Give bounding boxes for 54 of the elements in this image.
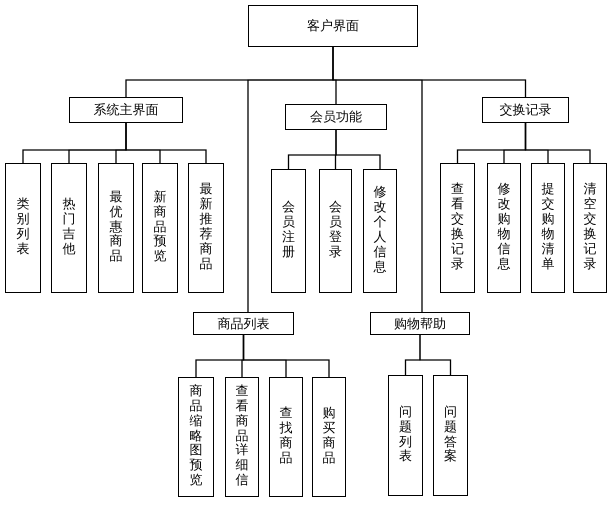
function-box bbox=[440, 163, 475, 293]
module-box bbox=[370, 312, 470, 335]
box-label: 系统主界面 bbox=[94, 102, 158, 119]
connector-line bbox=[332, 47, 423, 312]
function-box bbox=[319, 169, 352, 293]
function-box bbox=[5, 163, 41, 293]
box-label: 类别列表 bbox=[16, 198, 30, 258]
module-box bbox=[69, 97, 183, 123]
function-box bbox=[188, 163, 224, 293]
box-label: 清空交换记录 bbox=[584, 183, 596, 273]
module-box bbox=[248, 5, 418, 47]
box-label: 购买商品 bbox=[322, 407, 336, 467]
box-label: 最新推荐商品 bbox=[200, 183, 212, 273]
function-box bbox=[433, 375, 468, 496]
module-box bbox=[285, 104, 387, 130]
function-box bbox=[312, 377, 346, 497]
box-label: 修改购物信息 bbox=[498, 183, 510, 273]
function-box bbox=[142, 163, 178, 293]
box-label: 问题列表 bbox=[399, 406, 412, 466]
box-label: 会员功能 bbox=[310, 109, 362, 126]
box-label: 查找商品 bbox=[280, 407, 292, 467]
box-label: 客户界面 bbox=[307, 18, 359, 35]
connector-line bbox=[125, 123, 207, 163]
box-label: 新商品预览 bbox=[154, 190, 166, 266]
box-label: 修改个人信息 bbox=[374, 186, 386, 276]
box-label: 会员注册 bbox=[282, 201, 295, 261]
function-box bbox=[98, 163, 134, 293]
connector-line bbox=[242, 335, 330, 377]
function-box bbox=[271, 169, 306, 293]
connector-line bbox=[335, 130, 381, 169]
function-box bbox=[178, 377, 214, 497]
function-box bbox=[363, 169, 397, 293]
function-box bbox=[487, 163, 521, 293]
box-label: 会员登录 bbox=[329, 201, 342, 261]
box-label: 商品列表 bbox=[218, 316, 270, 332]
connector-line bbox=[524, 123, 591, 163]
box-label: 问题答案 bbox=[444, 406, 457, 466]
function-box bbox=[531, 163, 565, 293]
box-label: 购物帮助 bbox=[394, 316, 446, 332]
module-box bbox=[482, 97, 569, 123]
module-box bbox=[193, 312, 294, 335]
function-box bbox=[225, 377, 259, 497]
function-box bbox=[269, 377, 303, 497]
function-box bbox=[573, 163, 607, 293]
box-label: 查看交换记录 bbox=[451, 183, 464, 273]
box-label: 热门吉他 bbox=[62, 198, 76, 258]
box-label: 交换记录 bbox=[500, 102, 552, 119]
connector-line bbox=[419, 335, 452, 375]
box-label: 提交购物清单 bbox=[542, 183, 554, 273]
function-box bbox=[51, 163, 87, 293]
function-box bbox=[388, 375, 423, 496]
box-label: 查看商品详细信 bbox=[236, 384, 248, 490]
box-label: 商品缩略图预览 bbox=[190, 384, 202, 490]
box-label: 最优惠商品 bbox=[110, 190, 122, 266]
